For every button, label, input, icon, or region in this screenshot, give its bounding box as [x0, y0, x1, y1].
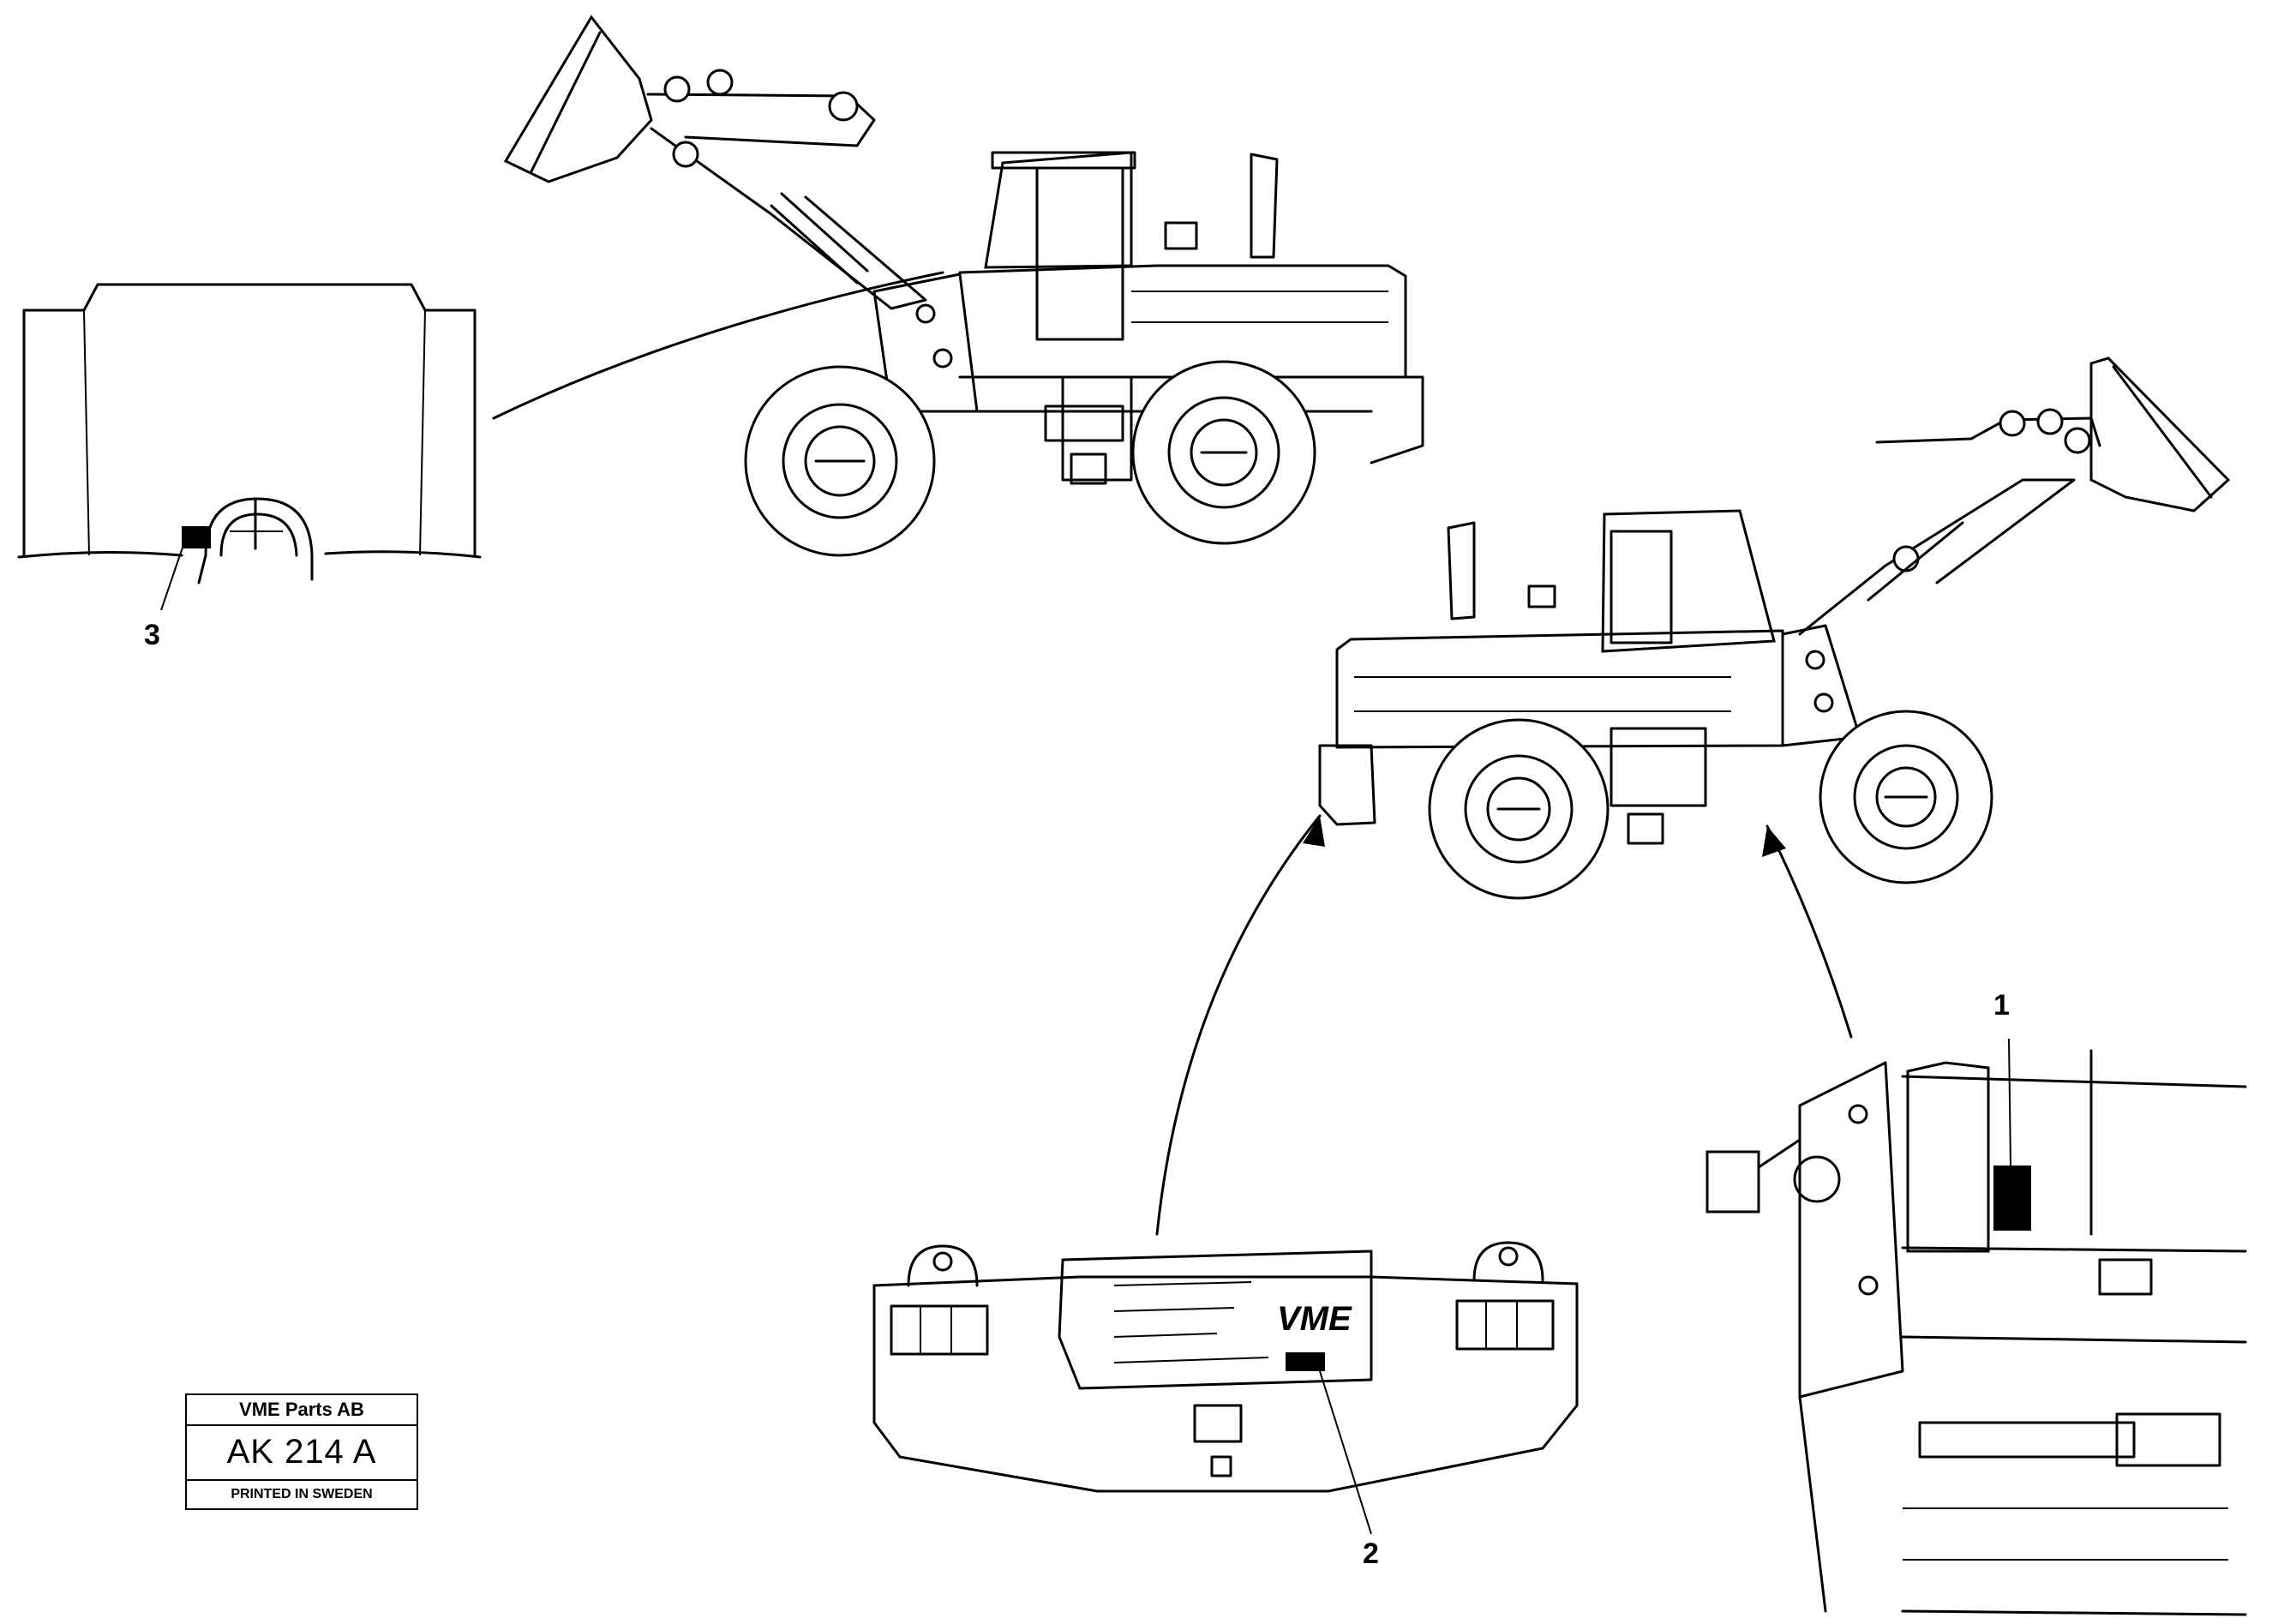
- rear-detail-view: [17, 283, 482, 611]
- decal-1: [1993, 1166, 2031, 1231]
- pointer-arrow-frame: [1765, 824, 1853, 1039]
- leader-2: [1319, 1370, 1372, 1535]
- callout-1: 1: [1993, 989, 2010, 1022]
- counterweight-detail-view: VME: [872, 1241, 1579, 1535]
- pointer-arrow-counterweight: [1155, 814, 1322, 1236]
- callout-3: 3: [144, 619, 160, 651]
- leader-3: [160, 544, 184, 611]
- decal-3: [182, 526, 211, 548]
- pointer-arrow-rear: [492, 271, 944, 420]
- printed-note: PRINTED IN SWEDEN: [231, 1487, 373, 1501]
- drawing-code: AK 214 A: [187, 1424, 417, 1481]
- wheel-loader-side-view: [1318, 357, 2231, 900]
- decal-2: [1286, 1352, 1325, 1371]
- company-name: VME Parts AB: [187, 1395, 417, 1426]
- vme-logo: VME: [1277, 1300, 1352, 1338]
- wheel-loader-rear-view: [503, 15, 1424, 557]
- frame-detail-view: [1706, 1038, 2247, 1616]
- leader-1: [2008, 1038, 2011, 1166]
- title-block: VME Parts AB AK 214 A PRINTED IN SWEDEN: [185, 1393, 418, 1510]
- callout-2: 2: [1363, 1537, 1379, 1570]
